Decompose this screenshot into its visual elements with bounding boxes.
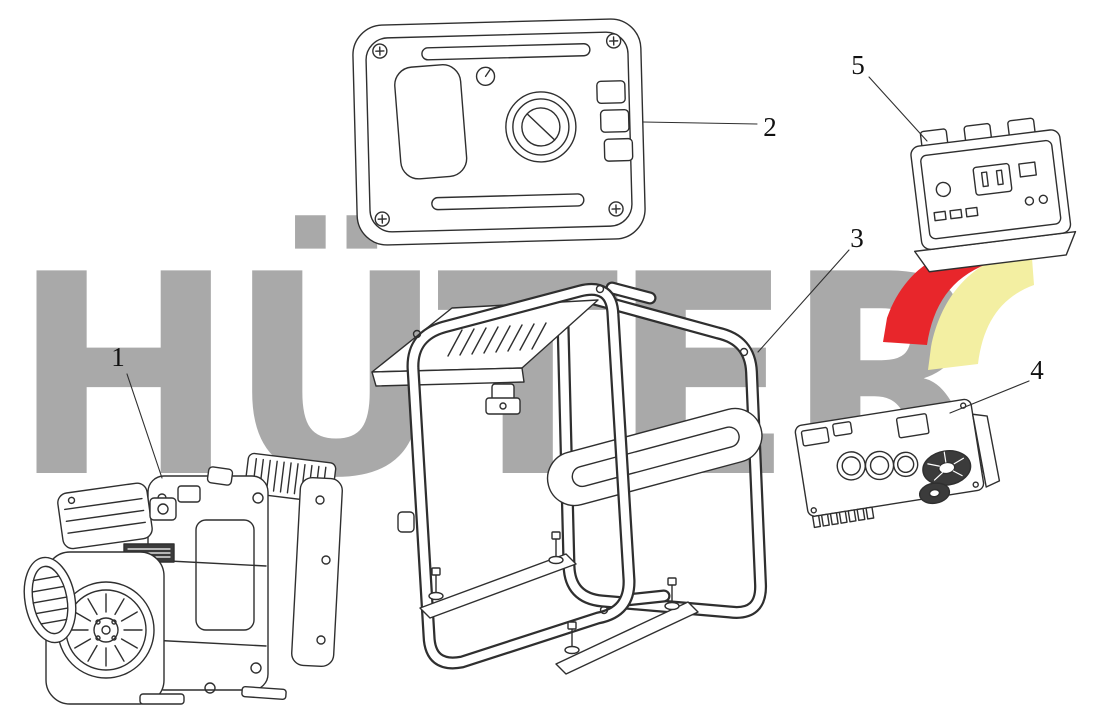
board-bracket xyxy=(971,413,1001,488)
mount-bolt-icon xyxy=(564,621,580,655)
callout-4: 4 xyxy=(1030,355,1044,385)
leader-line-4 xyxy=(949,380,1030,414)
leader-line-2 xyxy=(642,121,758,125)
alternator-end-cap xyxy=(291,476,343,668)
frame-rail xyxy=(419,553,577,619)
tank-corner-screws xyxy=(372,33,624,227)
heatsink-teeth xyxy=(811,506,875,529)
spark-plug-cap xyxy=(206,466,234,486)
frame-front-loop xyxy=(406,283,636,670)
tank-bottom-slot xyxy=(431,193,585,211)
frame-side-tab xyxy=(397,511,415,533)
board-connector xyxy=(832,421,853,437)
intake-grille xyxy=(23,556,77,644)
engine-foot xyxy=(139,693,185,705)
fuel-tank-drawing xyxy=(352,18,646,246)
callout-2: 2 xyxy=(763,112,777,142)
engine-generator-drawing xyxy=(23,452,343,705)
panel-switch-icon xyxy=(935,181,952,198)
mount-bolt-icon xyxy=(428,567,444,601)
callout-3: 3 xyxy=(850,223,864,253)
control-panel-drawing xyxy=(910,117,1077,273)
board-connector xyxy=(800,426,830,447)
callout-1: 1 xyxy=(111,342,125,372)
relay-icon xyxy=(895,413,930,439)
tank-recess xyxy=(394,64,468,180)
frame-handle xyxy=(546,407,763,507)
outlet-socket-icon xyxy=(972,162,1013,196)
capacitor-icon xyxy=(836,450,919,481)
inverter-board-drawing xyxy=(794,398,1001,529)
brand-swoosh-red-icon xyxy=(883,246,987,345)
mount-bolt-icon xyxy=(548,531,564,565)
leader-line-3 xyxy=(757,249,850,353)
mount-bolt-icon xyxy=(664,577,680,611)
leader-line-1 xyxy=(126,373,163,479)
brand-swoosh-yellow-icon xyxy=(928,252,1034,370)
leader-line-5 xyxy=(868,76,928,142)
engine-foot xyxy=(241,685,287,701)
tank-top-slot xyxy=(421,43,591,61)
frame-latch xyxy=(485,383,521,415)
toroid-coil-icon xyxy=(918,482,951,505)
frame-rail xyxy=(555,601,699,675)
air-filter-box xyxy=(57,482,153,550)
carburetor xyxy=(149,497,177,521)
fuel-cap-icon xyxy=(505,91,577,163)
callout-5: 5 xyxy=(851,50,865,80)
toroid-coil-icon xyxy=(922,450,972,486)
frame-drawing xyxy=(371,281,768,675)
fuel-gauge-icon xyxy=(475,66,496,87)
